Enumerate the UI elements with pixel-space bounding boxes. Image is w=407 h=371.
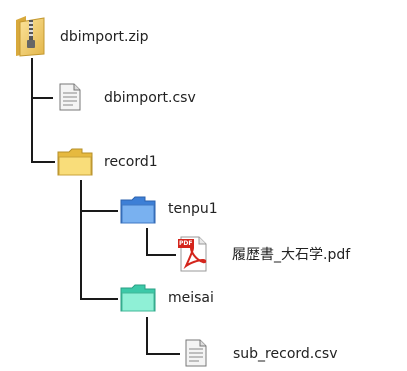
- record1-label: record1: [104, 154, 158, 170]
- pdf-file-icon: [178, 235, 208, 273]
- tree-connector: [31, 161, 55, 163]
- sub-record-csv-label: sub_record.csv: [233, 346, 338, 362]
- tree-connector: [31, 58, 33, 162]
- tree-connector: [146, 317, 148, 354]
- green-folder-icon: [120, 283, 156, 313]
- tree-connector: [80, 210, 118, 212]
- text-file-icon: [59, 83, 81, 111]
- tree-connector: [146, 254, 176, 256]
- tree-connector: [80, 298, 118, 300]
- tree-connector: [146, 228, 148, 255]
- pdf-file-label: 履歴書_大石学.pdf: [232, 247, 351, 263]
- pdf-badge: PDF: [179, 240, 193, 247]
- tree-connector: [31, 97, 53, 99]
- text-file-icon: [185, 339, 207, 367]
- blue-folder-icon: [120, 195, 156, 225]
- tree-connector: [146, 353, 180, 355]
- tenpu1-label: tenpu1: [168, 201, 218, 217]
- meisai-label: meisai: [168, 290, 214, 306]
- zip-folder-icon: [10, 14, 48, 58]
- yellow-folder-icon: [57, 147, 93, 177]
- dbimport-csv-label: dbimport.csv: [104, 90, 196, 106]
- root-zip-label: dbimport.zip: [60, 29, 149, 45]
- tree-connector: [80, 180, 82, 299]
